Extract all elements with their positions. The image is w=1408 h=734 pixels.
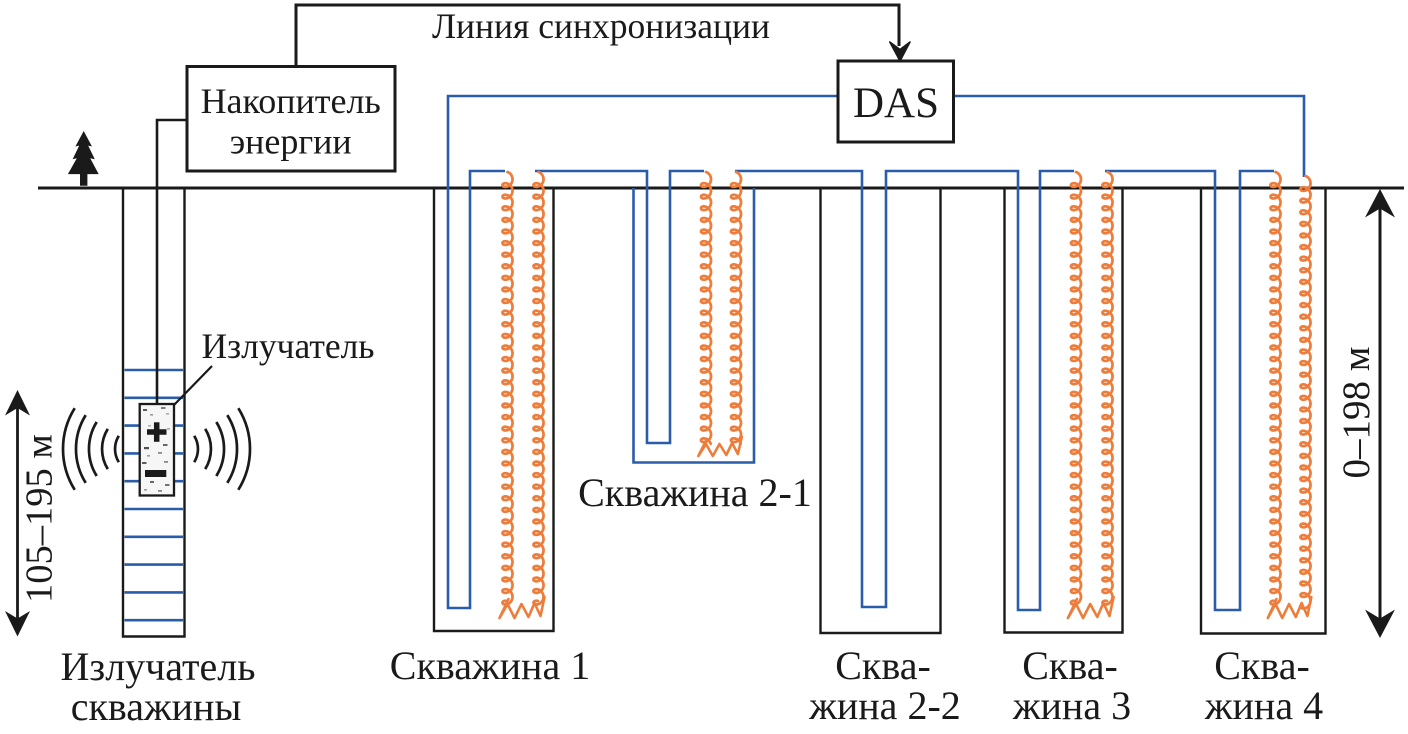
- svg-text:Сква-: Сква-: [1214, 643, 1310, 688]
- svg-text:энергии: энергии: [230, 121, 352, 161]
- svg-text:Скважина 2-1: Скважина 2-1: [578, 470, 812, 515]
- svg-text:0–198 м: 0–198 м: [1335, 347, 1378, 479]
- svg-text:Сква-: Сква-: [835, 643, 931, 688]
- svg-text:Сква-: Сква-: [1022, 643, 1118, 688]
- svg-text:Излучатель: Излучатель: [61, 644, 256, 689]
- svg-text:Скважина 1: Скважина 1: [390, 643, 590, 688]
- svg-text:Линия синхронизации: Линия синхронизации: [432, 6, 770, 46]
- svg-text:скважины: скважины: [71, 684, 242, 729]
- svg-text:Излучатель: Излучатель: [202, 326, 375, 366]
- svg-text:жина 2-2: жина 2-2: [808, 683, 961, 728]
- svg-text:жина 3: жина 3: [1012, 683, 1131, 728]
- svg-text:Накопитель: Накопитель: [201, 81, 381, 121]
- svg-text:DAS: DAS: [853, 80, 939, 127]
- svg-text:105–195 м: 105–195 м: [19, 434, 61, 603]
- svg-text:жина 4: жина 4: [1204, 683, 1323, 728]
